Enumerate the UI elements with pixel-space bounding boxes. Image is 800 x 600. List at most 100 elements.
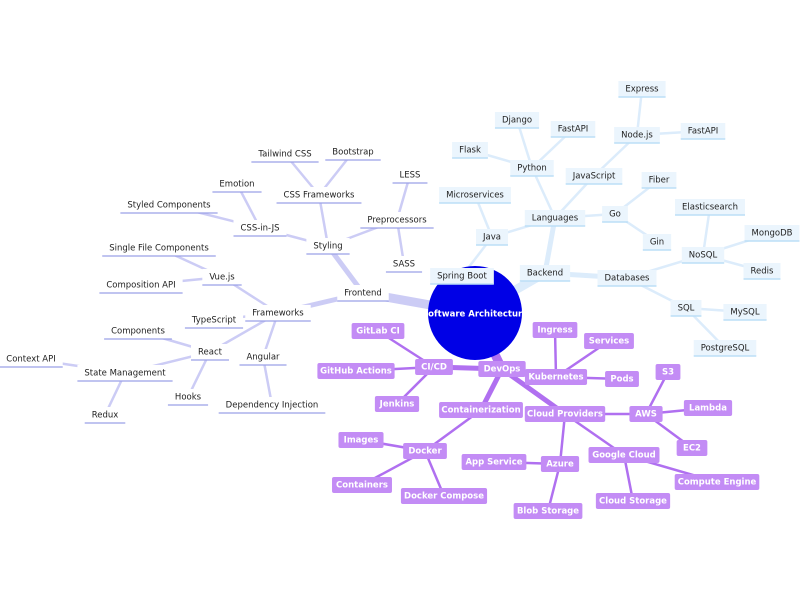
- node-styling[interactable]: Styling: [306, 238, 350, 255]
- node-docker[interactable]: Docker: [403, 443, 447, 459]
- node-springboot[interactable]: Spring Boot: [430, 268, 494, 285]
- node-fastapi1[interactable]: FastAPI: [550, 121, 596, 138]
- node-box: [337, 285, 389, 301]
- node-less[interactable]: LESS: [392, 167, 428, 184]
- node-hooks[interactable]: Hooks: [167, 389, 209, 406]
- node-elastic[interactable]: Elasticsearch: [675, 199, 745, 216]
- node-s3[interactable]: S3: [655, 364, 681, 380]
- node-nosql[interactable]: NoSQL: [681, 247, 725, 264]
- node-go[interactable]: Go: [602, 206, 628, 223]
- node-label: AWS: [635, 410, 657, 420]
- node-cloud[interactable]: Cloud Providers: [524, 406, 606, 422]
- node-java[interactable]: Java: [476, 229, 508, 246]
- node-appservice[interactable]: App Service: [461, 454, 527, 470]
- node-cicd[interactable]: CI/CD: [415, 359, 453, 375]
- node-label: Lambda: [689, 404, 727, 414]
- node-python[interactable]: Python: [510, 160, 554, 177]
- node-styled[interactable]: Styled Components: [120, 197, 218, 214]
- node-devops[interactable]: DevOps: [478, 361, 526, 377]
- node-label: SASS: [393, 260, 415, 270]
- node-sfc[interactable]: Single File Components: [102, 240, 216, 257]
- node-label: React: [198, 348, 223, 358]
- node-backend[interactable]: Backend: [519, 265, 571, 282]
- node-box: [642, 234, 672, 250]
- node-mongo[interactable]: MongoDB: [744, 225, 800, 242]
- node-container[interactable]: Containerization: [439, 402, 523, 418]
- node-ghactions[interactable]: GitHub Actions: [317, 363, 395, 379]
- node-languages[interactable]: Languages: [524, 210, 586, 227]
- node-azure[interactable]: Azure: [540, 456, 580, 472]
- node-fastapi2[interactable]: FastAPI: [680, 123, 726, 140]
- node-box: [239, 349, 287, 365]
- node-express[interactable]: Express: [618, 81, 666, 98]
- node-ingress[interactable]: Ingress: [532, 322, 578, 338]
- node-compute[interactable]: Compute Engine: [674, 474, 760, 490]
- node-vue[interactable]: Vue.js: [202, 269, 242, 286]
- node-micro[interactable]: Microservices: [439, 187, 511, 204]
- node-typescript[interactable]: TypeScript: [184, 312, 244, 329]
- node-mysql[interactable]: MySQL: [723, 304, 767, 321]
- node-ec2[interactable]: EC2: [676, 440, 708, 456]
- node-box: [675, 199, 745, 215]
- node-preproc[interactable]: Preprocessors: [360, 212, 434, 229]
- node-label: Backend: [527, 269, 563, 279]
- node-blob[interactable]: Blob Storage: [513, 503, 583, 519]
- node-flask[interactable]: Flask: [452, 142, 488, 159]
- node-cssinjs[interactable]: CSS-in-JS: [233, 220, 287, 237]
- node-frontend[interactable]: Frontend: [337, 285, 389, 302]
- node-react[interactable]: React: [191, 344, 229, 361]
- node-box: [351, 323, 405, 339]
- node-kubernetes[interactable]: Kubernetes: [524, 369, 588, 385]
- node-gin[interactable]: Gin: [642, 234, 672, 251]
- edge-layer: [29, 87, 774, 513]
- node-box: [641, 172, 677, 188]
- root-node[interactable]: Software Architecture: [422, 266, 528, 360]
- node-javascript[interactable]: JavaScript: [565, 168, 623, 185]
- node-databases[interactable]: Databases: [597, 270, 657, 287]
- node-nodejs[interactable]: Node.js: [614, 127, 660, 144]
- node-label: Vue.js: [209, 273, 235, 283]
- node-box: [595, 493, 671, 509]
- node-containers[interactable]: Containers: [332, 477, 392, 493]
- node-aws[interactable]: AWS: [629, 406, 663, 422]
- node-fiber[interactable]: Fiber: [641, 172, 677, 189]
- node-frameworks[interactable]: Frameworks: [245, 305, 311, 322]
- node-bootstrap[interactable]: Bootstrap: [325, 144, 381, 161]
- node-di[interactable]: Dependency Injection: [218, 397, 326, 414]
- node-redux[interactable]: Redux: [84, 407, 126, 424]
- node-emotion[interactable]: Emotion: [212, 176, 262, 193]
- node-django[interactable]: Django: [494, 112, 540, 129]
- node-images[interactable]: Images: [338, 432, 384, 448]
- node-box: [102, 240, 216, 256]
- node-box: [77, 365, 173, 381]
- node-box: [565, 168, 623, 184]
- node-contextapi[interactable]: Context API: [0, 351, 63, 368]
- node-sql[interactable]: SQL: [670, 300, 702, 317]
- node-compapi[interactable]: Composition API: [99, 277, 183, 294]
- node-pods[interactable]: Pods: [605, 371, 639, 387]
- node-tailwind[interactable]: Tailwind CSS: [251, 146, 319, 163]
- node-postgres[interactable]: PostgreSQL: [693, 340, 757, 357]
- node-jenkins[interactable]: Jenkins: [374, 396, 420, 412]
- node-label: Blob Storage: [517, 507, 579, 517]
- node-gitlab[interactable]: GitLab CI: [351, 323, 405, 339]
- node-box: [184, 312, 244, 328]
- node-label: Compute Engine: [678, 478, 757, 488]
- node-lambda[interactable]: Lambda: [683, 400, 733, 416]
- node-box: [532, 322, 578, 338]
- node-gcloud[interactable]: Google Cloud: [588, 447, 660, 463]
- node-angular[interactable]: Angular: [239, 349, 287, 366]
- node-box: [400, 488, 488, 504]
- node-sass[interactable]: SASS: [385, 256, 423, 273]
- node-compose[interactable]: Docker Compose: [400, 488, 488, 504]
- node-box: [245, 305, 311, 321]
- node-components[interactable]: Components: [104, 323, 172, 340]
- node-cssfw[interactable]: CSS Frameworks: [276, 187, 362, 204]
- node-box: [403, 443, 447, 459]
- node-cloudstorage[interactable]: Cloud Storage: [595, 493, 671, 509]
- node-box: [494, 112, 540, 128]
- node-services[interactable]: Services: [584, 333, 634, 349]
- node-statemgmt[interactable]: State Management: [77, 365, 173, 382]
- node-redis[interactable]: Redis: [743, 263, 781, 280]
- node-label: Django: [502, 116, 532, 126]
